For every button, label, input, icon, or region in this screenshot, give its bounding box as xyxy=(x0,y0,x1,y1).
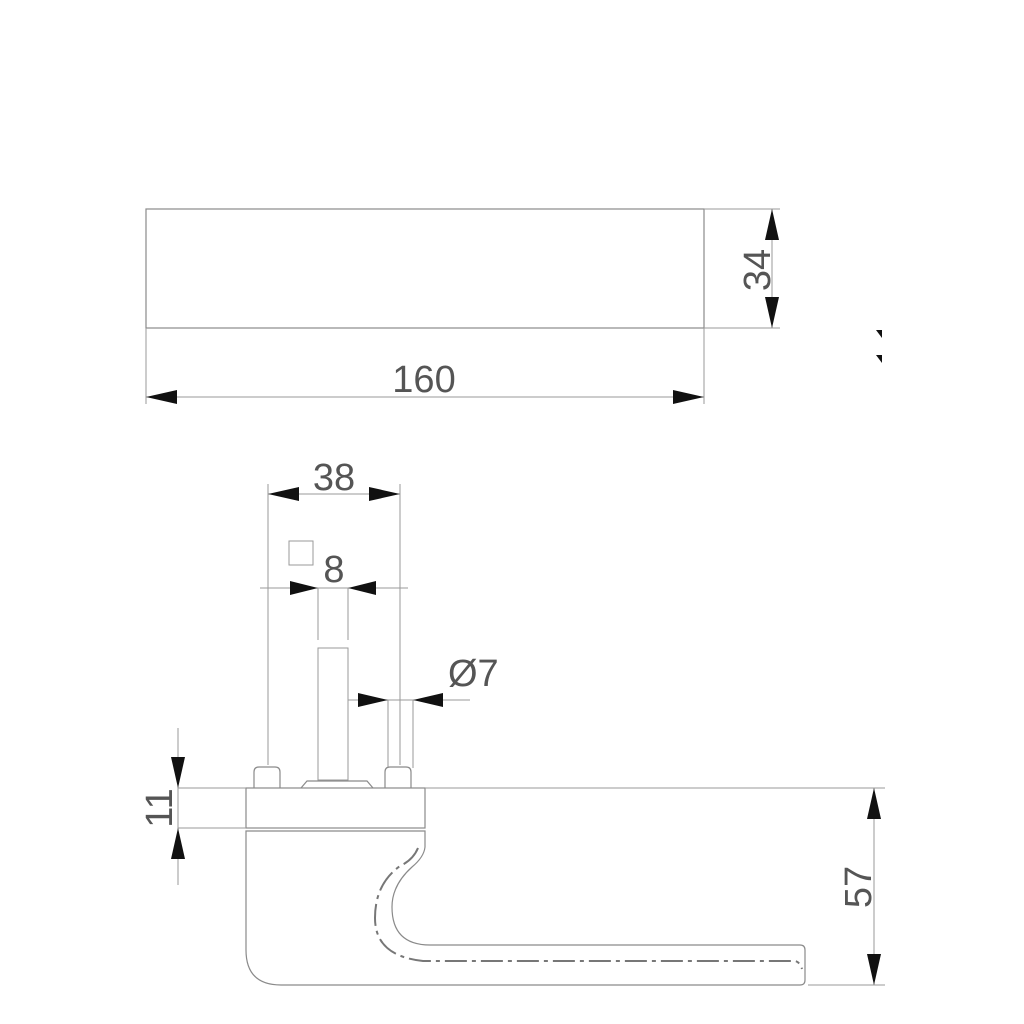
dimension-57-label: 57 xyxy=(838,866,880,908)
dimension-38: 38 xyxy=(267,457,401,765)
lever-profile-centerline xyxy=(373,847,803,970)
dimension-11-label: 11 xyxy=(139,788,181,827)
square-symbol-icon xyxy=(288,540,314,566)
dimension-8-label: 8 xyxy=(323,549,344,591)
fixing-post-right xyxy=(384,766,412,788)
dimension-diameter-7: Ø7 xyxy=(348,653,499,768)
lever-handle-side-view xyxy=(245,830,806,986)
dimension-diameter-7-label: Ø7 xyxy=(448,653,499,695)
square-spindle xyxy=(317,647,349,781)
handle-top-view xyxy=(145,208,705,329)
spindle-boss xyxy=(300,780,374,789)
dimension-34: 34 xyxy=(704,208,780,329)
fixing-post-left xyxy=(253,766,281,788)
dimension-34-label: 34 xyxy=(737,249,779,291)
dimension-160-label: 160 xyxy=(392,359,455,401)
dimension-38-label: 38 xyxy=(313,457,355,499)
dimension-57: 57 xyxy=(808,788,885,986)
dimension-160: 160 xyxy=(145,328,705,404)
rose xyxy=(245,787,426,829)
dimension-8: 8 xyxy=(260,540,408,640)
stray-marks xyxy=(876,330,882,363)
dimension-11: 11 xyxy=(139,728,246,885)
